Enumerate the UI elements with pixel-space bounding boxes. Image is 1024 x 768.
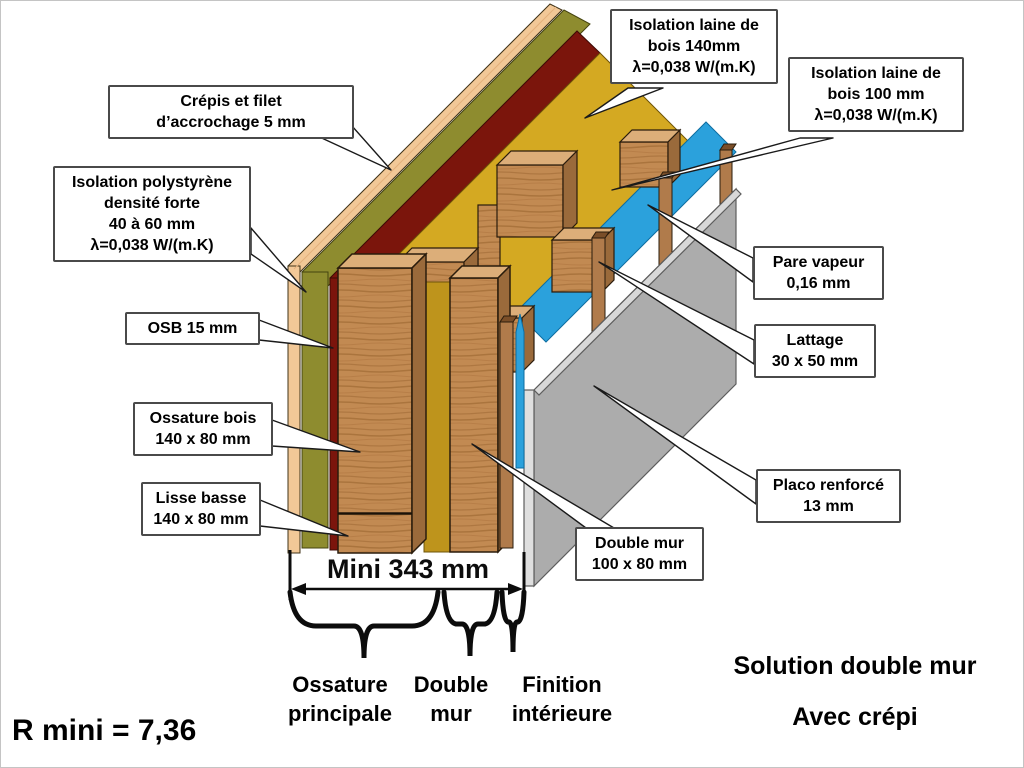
leader-laine140	[584, 87, 664, 119]
brace-double-mur	[441, 589, 500, 657]
polystyrene-layer	[301, 9, 591, 549]
callout-laine-140: Isolation laine de bois 140mm λ=0,038 W/…	[610, 9, 778, 84]
brace-ossature	[287, 589, 441, 659]
brace-finition	[499, 589, 527, 653]
zone-double-mur: Double mur	[413, 672, 489, 726]
zone-finition-interieure: Finition intérieure	[511, 672, 613, 726]
solution-title: Solution double mur Avec crépi	[733, 652, 977, 731]
leader-polystyrene	[250, 227, 307, 293]
placo-panel	[523, 187, 742, 588]
callout-osb: OSB 15 mm	[125, 312, 260, 345]
callout-lisse-basse: Lisse basse 140 x 80 mm	[141, 482, 261, 536]
callout-crepis: Crépis et filet d’accrochage 5 mm	[108, 85, 354, 139]
vapor-barrier-edge	[515, 313, 525, 469]
callout-polystyrene: Isolation polystyrène densité forte 40 à…	[53, 166, 251, 262]
zone-braces	[287, 589, 527, 659]
dimension-343: Mini 343 mm	[288, 550, 526, 600]
front-section	[336, 252, 525, 555]
ossature-stud	[336, 252, 428, 555]
callout-laine-100: Isolation laine de bois 100 mm λ=0,038 W…	[788, 57, 964, 132]
callout-placo: Placo renforcé 13 mm	[756, 469, 901, 523]
front-batten	[499, 315, 518, 549]
leader-lines	[250, 87, 834, 537]
callout-ossature-bois: Ossature bois 140 x 80 mm	[133, 402, 273, 456]
dimension-label: Mini 343 mm	[327, 554, 489, 584]
r-min-value: R mini = 7,36	[12, 714, 197, 747]
callout-lattage: Lattage 30 x 50 mm	[754, 324, 876, 378]
block	[495, 149, 579, 239]
zone-ossature-principale: Ossature principale	[288, 672, 392, 726]
leader-laine100	[611, 137, 834, 191]
callout-pare-vapeur: Pare vapeur 0,16 mm	[753, 246, 884, 300]
callout-double-mur: Double mur 100 x 80 mm	[575, 527, 704, 581]
